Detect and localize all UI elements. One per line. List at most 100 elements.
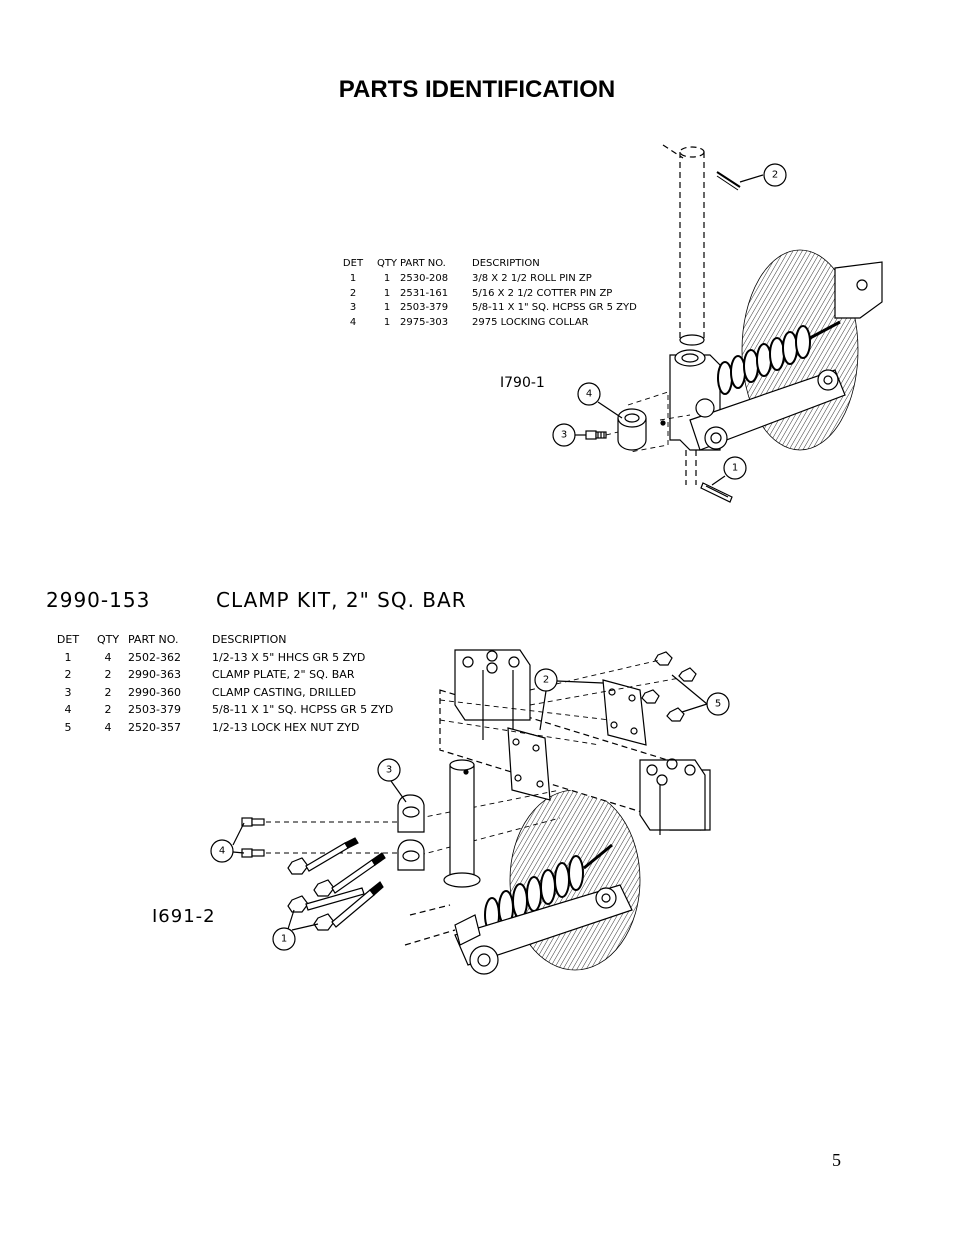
cell-description: CLAMP PLATE, 2" SQ. BAR	[212, 668, 355, 682]
roll-pin	[700, 482, 733, 503]
mounting-plate	[834, 261, 883, 319]
drawing-number-2: I691-2	[152, 906, 216, 927]
spring	[717, 325, 811, 395]
table-header-row: DET QTY PART NO. DESCRIPTION	[48, 631, 393, 649]
cell-description: 5/8-11 X 1" SQ. HCPSS GR 5 ZYD	[472, 302, 637, 314]
page-number: 5	[832, 1150, 841, 1170]
table-row: 2 2 2990-363 CLAMP PLATE, 2" SQ. BAR	[48, 666, 393, 684]
clamp-casting-top	[397, 794, 425, 833]
balloon-1-label: 1	[281, 934, 287, 945]
balloon-2-label: 2	[772, 170, 778, 181]
cell-qty: 2	[104, 703, 112, 717]
table-row: 3 2 2990-360 CLAMP CASTING, DRILLED	[48, 684, 393, 702]
cell-det: 4	[64, 703, 72, 717]
cell-description: 1/2-13 X 5" HHCS GR 5 ZYD	[212, 650, 366, 664]
lower-arm	[689, 369, 846, 451]
cell-qty: 1	[383, 302, 391, 314]
cell-description: 2975 LOCKING COLLAR	[472, 317, 589, 329]
cell-part-no: 2520-357	[128, 720, 181, 734]
cell-qty: 1	[383, 272, 391, 284]
balloon-3	[377, 758, 407, 803]
clamp-block-left	[454, 649, 531, 745]
cell-det: 1	[64, 650, 72, 664]
cell-part-no: 2502-362	[128, 650, 181, 664]
cell-det: 2	[64, 668, 72, 682]
balloon-4	[210, 822, 245, 863]
cell-det: 3	[349, 302, 357, 314]
exploded-view-1	[552, 144, 883, 503]
cell-description: 1/2-13 LOCK HEX NUT ZYD	[212, 720, 360, 734]
balloon-4-label: 4	[219, 846, 225, 857]
table-row: 1 1 2530-208 3/8 X 2 1/2 ROLL PIN ZP	[332, 272, 637, 287]
kit-number: 2990-153	[46, 588, 151, 612]
balloon-1	[711, 456, 747, 486]
column-header-qty: QTY	[96, 633, 120, 646]
drawing-number-1: I790-1	[500, 375, 545, 391]
table-row: 5 4 2520-357 1/2-13 LOCK HEX NUT ZYD	[48, 719, 393, 737]
locking-collar	[617, 408, 647, 451]
hex-bolts	[287, 837, 386, 931]
kit-description: CLAMP KIT, 2" SQ. BAR	[216, 588, 467, 612]
balloon-3	[552, 423, 586, 447]
column-header-qty: QTY	[376, 258, 398, 269]
table-header-row: DET QTY PART NO. DESCRIPTION	[332, 257, 637, 272]
cell-description: CLAMP CASTING, DRILLED	[212, 685, 357, 699]
cell-part-no: 2990-360	[128, 685, 181, 699]
cell-det: 3	[64, 685, 72, 699]
cell-det: 2	[349, 287, 357, 299]
cell-description: 5/8-11 X 1" SQ. HCPSS GR 5 ZYD	[212, 703, 394, 717]
balloon-2	[534, 668, 604, 731]
cell-qty: 4	[104, 720, 112, 734]
cell-part-no: 2990-363	[128, 668, 181, 682]
clamp-plate-1	[602, 679, 647, 746]
clamp-plate-2	[507, 727, 551, 801]
lower-arm	[454, 884, 633, 966]
cell-qty: 1	[383, 317, 391, 329]
set-screws	[241, 817, 265, 858]
cell-det: 5	[64, 720, 72, 734]
cell-part-no: 2530-208	[400, 272, 449, 284]
balloon-4	[577, 382, 623, 419]
cell-description: 5/16 X 2 1/2 COTTER PIN ZP	[472, 287, 613, 299]
column-header-part-no: PART NO.	[128, 633, 179, 646]
page-title: PARTS IDENTIFICATION	[338, 76, 616, 103]
table-row: 4 2 2503-379 5/8-11 X 1" SQ. HCPSS GR 5 …	[48, 701, 394, 719]
parts-table-clamp-kit: DET QTY PART NO. DESCRIPTION 1 4 2502-36…	[48, 631, 393, 737]
balloon-5	[671, 674, 730, 716]
parts-table-roll-pin-assembly: DET QTY PART NO. DESCRIPTION 1 1 2530-20…	[332, 257, 637, 331]
column-header-description: DESCRIPTION	[212, 633, 287, 646]
cell-det: 4	[349, 317, 357, 329]
cell-qty: 4	[104, 650, 112, 664]
balloon-1-label: 1	[732, 463, 738, 474]
column-header-description: DESCRIPTION	[472, 258, 540, 269]
clamp-block-right	[639, 758, 706, 835]
lock-nuts	[641, 651, 697, 722]
table-row: 2 1 2531-161 5/16 X 2 1/2 COTTER PIN ZP	[332, 287, 637, 302]
cell-part-no: 2503-379	[128, 703, 181, 717]
vertical-post	[443, 759, 481, 888]
cell-qty: 1	[383, 287, 391, 299]
balloon-5-label: 5	[715, 699, 721, 710]
cell-qty: 2	[104, 685, 112, 699]
cell-part-no: 2531-161	[400, 287, 449, 299]
column-header-det: DET	[342, 258, 364, 269]
set-screw	[585, 430, 607, 440]
balloon-1	[272, 909, 319, 951]
column-header-det: DET	[56, 633, 80, 646]
cell-qty: 2	[104, 668, 112, 682]
table-row: 4 1 2975-303 2975 LOCKING COLLAR	[332, 316, 637, 331]
clamp-casting-bottom	[397, 839, 425, 871]
table-row: 1 4 2502-362 1/2-13 X 5" HHCS GR 5 ZYD	[48, 649, 393, 667]
cell-description: 3/8 X 2 1/2 ROLL PIN ZP	[472, 272, 592, 284]
column-header-part-no: PART NO.	[400, 258, 446, 269]
cell-det: 1	[349, 272, 357, 284]
balloon-3-label: 3	[561, 430, 567, 441]
cotter-pin	[716, 171, 741, 191]
balloon-2	[739, 163, 787, 187]
balloon-4-label: 4	[586, 389, 592, 400]
cell-part-no: 2503-379	[400, 302, 449, 314]
balloon-2-label: 2	[543, 675, 549, 686]
cell-part-no: 2975-303	[400, 317, 449, 329]
table-row: 3 1 2503-379 5/8-11 X 1" SQ. HCPSS GR 5 …	[332, 301, 637, 316]
